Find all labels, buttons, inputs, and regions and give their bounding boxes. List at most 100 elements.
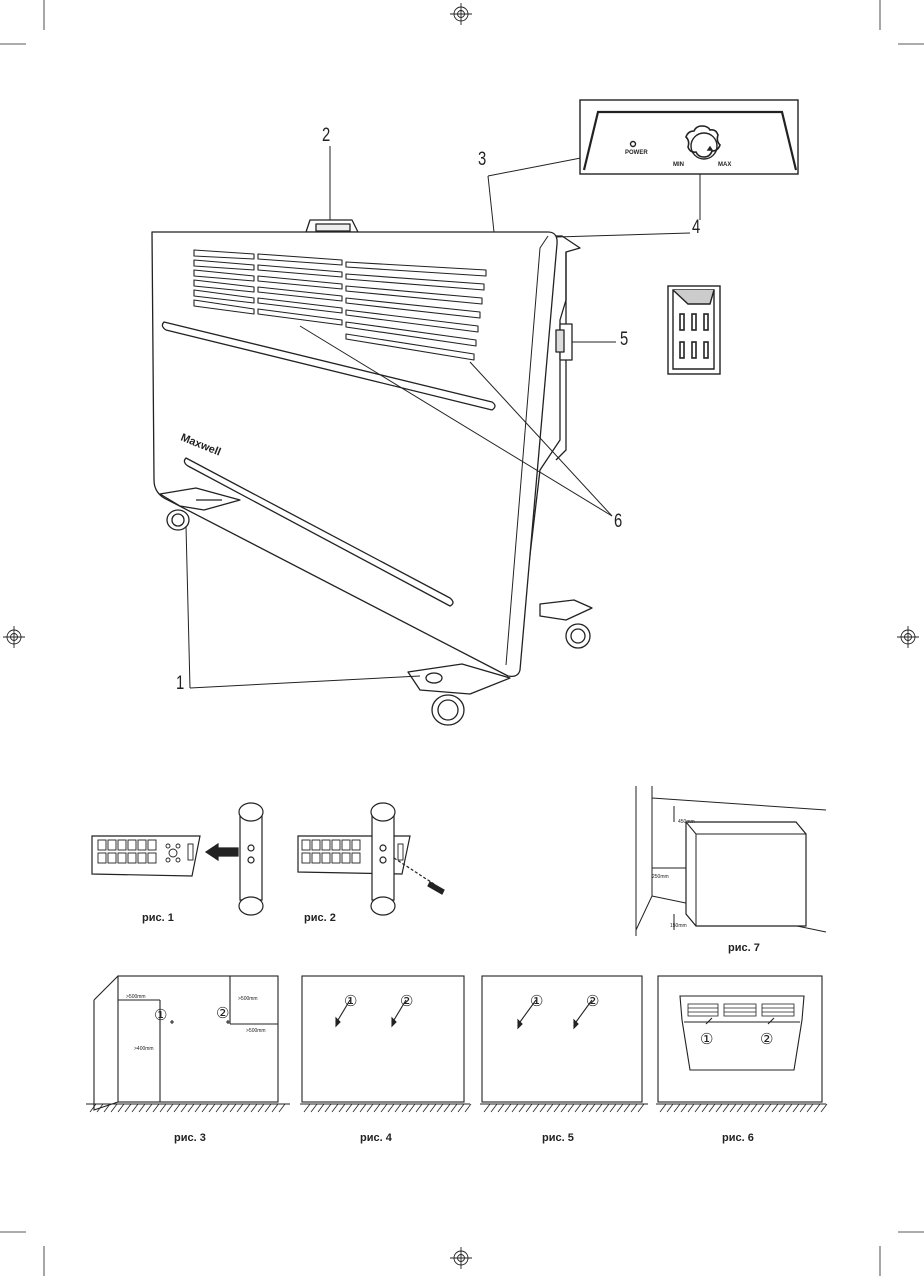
hatch-stroke <box>388 1104 394 1112</box>
fig6-marker-1: ① <box>700 1031 713 1048</box>
wall-mount-figures-3-6: >500mm >400mm >500mm >500mm ① ② ① ② ① ② … <box>0 960 924 1130</box>
hatch-stroke <box>146 1104 152 1112</box>
hatch-stroke <box>561 1104 567 1112</box>
hatch-stroke <box>603 1104 609 1112</box>
fig5-marker-1: ① <box>530 993 543 1010</box>
hatch-stroke <box>125 1104 131 1112</box>
clearance-figure-7: 450mm 250mm 150mm <box>630 780 830 940</box>
hatch-stroke <box>279 1104 285 1112</box>
fig3-caption: рис. 3 <box>174 1132 206 1144</box>
hatch-stroke <box>505 1104 511 1112</box>
hatch-stroke <box>360 1104 366 1112</box>
hatch-stroke <box>153 1104 159 1112</box>
hatch-stroke <box>416 1104 422 1112</box>
hatch-stroke <box>367 1104 373 1112</box>
hatch-stroke <box>139 1104 145 1112</box>
hatch-stroke <box>631 1104 637 1112</box>
hatch-stroke <box>730 1104 736 1112</box>
power-label: POWER <box>625 150 648 156</box>
hatch-stroke <box>547 1104 553 1112</box>
hatch-stroke <box>582 1104 588 1112</box>
hatch-stroke <box>167 1104 173 1112</box>
hatch-stroke <box>568 1104 574 1112</box>
hatch-stroke <box>311 1104 317 1112</box>
heater-illustration: POWER MIN MAX Maxwell <box>0 0 924 760</box>
hatch-stroke <box>526 1104 532 1112</box>
fig7-caption: рис. 7 <box>728 942 760 954</box>
hatch-stroke <box>465 1104 471 1112</box>
hatch-stroke <box>202 1104 208 1112</box>
min-label: MIN <box>673 162 684 168</box>
hatch-stroke <box>230 1104 236 1112</box>
hatch-stroke <box>596 1104 602 1112</box>
fig1-caption: рис. 1 <box>142 912 174 924</box>
hatch-stroke <box>132 1104 138 1112</box>
hatch-stroke <box>402 1104 408 1112</box>
fig3-right-top: >500mm <box>238 996 258 1002</box>
hatch-stroke <box>346 1104 352 1112</box>
hatch-stroke <box>519 1104 525 1112</box>
hatch-stroke <box>304 1104 310 1112</box>
hatch-stroke <box>174 1104 180 1112</box>
arrow-left-icon <box>206 844 238 860</box>
hatch-stroke <box>723 1104 729 1112</box>
hatch-stroke <box>709 1104 715 1112</box>
hatch-stroke <box>374 1104 380 1112</box>
hatch-stroke <box>793 1104 799 1112</box>
hatch-stroke <box>758 1104 764 1112</box>
fig5-caption: рис. 5 <box>542 1132 574 1144</box>
callout-5: 5 <box>620 330 628 349</box>
hatch-stroke <box>765 1104 771 1112</box>
hatch-stroke <box>610 1104 616 1112</box>
hatch-stroke <box>223 1104 229 1112</box>
hatch-stroke <box>265 1104 271 1112</box>
dim-bottom: 150mm <box>670 923 687 929</box>
hatch-stroke <box>318 1104 324 1112</box>
hatch-stroke <box>660 1104 666 1112</box>
hatch-stroke <box>188 1104 194 1112</box>
hatch-stroke <box>216 1104 222 1112</box>
hatch-stroke <box>160 1104 166 1112</box>
hatch-stroke <box>244 1104 250 1112</box>
hatch-stroke <box>638 1104 644 1112</box>
hatch-stroke <box>237 1104 243 1112</box>
hatch-stroke <box>772 1104 778 1112</box>
hatch-stroke <box>667 1104 673 1112</box>
fig4-marker-1: ① <box>344 993 357 1010</box>
max-label: MAX <box>718 162 731 168</box>
fig2-caption: рис. 2 <box>304 912 336 924</box>
hatch-stroke <box>409 1104 415 1112</box>
hatch-stroke <box>195 1104 201 1112</box>
hatch-stroke <box>702 1104 708 1112</box>
fig6-caption: рис. 6 <box>722 1132 754 1144</box>
screw-icon <box>428 882 444 894</box>
hatch-stroke <box>458 1104 464 1112</box>
hatch-stroke <box>90 1104 96 1112</box>
hatch-stroke <box>339 1104 345 1112</box>
hatch-stroke <box>800 1104 806 1112</box>
fig3-left-top: >500mm <box>126 994 146 1000</box>
hatch-stroke <box>821 1104 827 1112</box>
fig3-right-side: >500mm <box>246 1028 266 1034</box>
callout-1: 1 <box>176 674 184 693</box>
callout-6: 6 <box>614 512 622 531</box>
fig6-marker-2: ② <box>760 1031 773 1048</box>
hatch-stroke <box>751 1104 757 1112</box>
control-panel-detail <box>580 100 798 174</box>
hatch-stroke <box>807 1104 813 1112</box>
hatch-stroke <box>786 1104 792 1112</box>
hatch-stroke <box>437 1104 443 1112</box>
fig3-left-vertical: >400mm <box>134 1046 154 1052</box>
fig4-marker-2: ② <box>400 993 413 1010</box>
hatch-stroke <box>251 1104 257 1112</box>
hatch-stroke <box>484 1104 490 1112</box>
hatch-stroke <box>688 1104 694 1112</box>
hatch-stroke <box>498 1104 504 1112</box>
hatch-stroke <box>617 1104 623 1112</box>
hatch-stroke <box>395 1104 401 1112</box>
fig4-caption: рис. 4 <box>360 1132 392 1144</box>
hatch-stroke <box>423 1104 429 1112</box>
hatch-stroke <box>716 1104 722 1112</box>
hatch-stroke <box>540 1104 546 1112</box>
hatch-stroke <box>209 1104 215 1112</box>
